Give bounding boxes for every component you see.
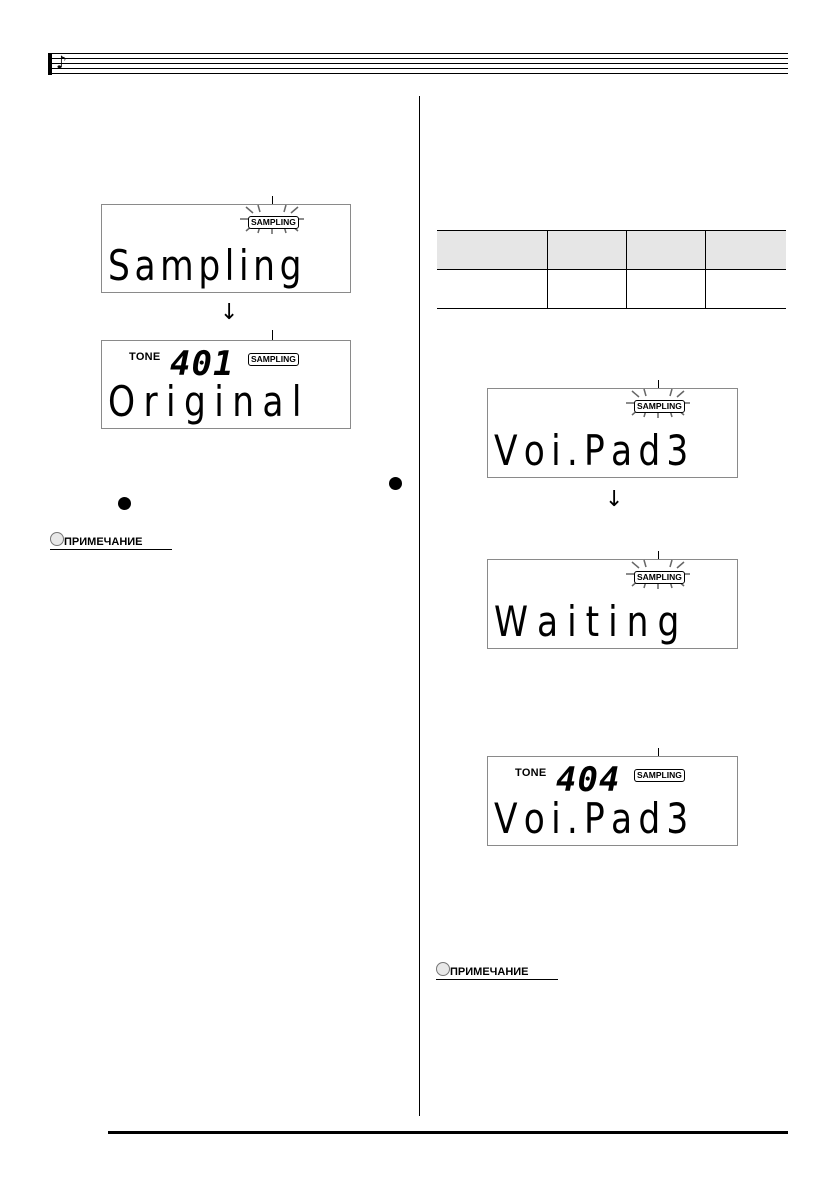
lcd-text: V o i . P a d 3	[494, 426, 689, 475]
sampling-indicator: SAMPLING	[634, 769, 685, 782]
sampling-indicator: SAMPLING	[248, 216, 299, 229]
lcd-text: W a i t i n g	[494, 597, 680, 646]
down-arrow-icon: ↓	[605, 487, 624, 512]
music-note-icon: ♪	[56, 53, 67, 73]
table-row	[437, 269, 786, 309]
sampling-indicator: SAMPLING	[634, 571, 685, 584]
lcd-text: O r i g i n a l	[108, 377, 302, 426]
sampling-indicator: SAMPLING	[248, 353, 299, 366]
filled-circle-icon	[118, 497, 131, 510]
tone-label: TONE	[129, 351, 161, 363]
lcd-text: S a m p l i n g	[108, 241, 302, 290]
tone-number: 404	[556, 760, 621, 800]
filled-circle-icon	[389, 477, 402, 490]
magnifier-icon	[436, 962, 450, 976]
table-header-row	[437, 230, 786, 270]
lcd-text: V o i . P a d 3	[494, 794, 689, 843]
lcd-display-waiting: SAMPLING W a i t i n g	[487, 559, 738, 649]
magnifier-icon	[50, 532, 64, 546]
footer-rule	[108, 1131, 788, 1134]
lcd-display-sampling: SAMPLING S a m p l i n g	[101, 204, 351, 293]
lcd-display-tone404: TONE 404 SAMPLING V o i . P a d 3	[487, 756, 738, 846]
column-divider	[419, 96, 420, 1116]
lcd-display-voipad: SAMPLING V o i . P a d 3	[487, 388, 738, 478]
tone-label: TONE	[515, 767, 547, 779]
lcd-display-original: TONE 401 SAMPLING O r i g i n a l	[101, 340, 351, 429]
tone-number: 401	[170, 344, 235, 384]
sampling-indicator: SAMPLING	[634, 400, 685, 413]
parameter-table	[437, 230, 786, 309]
staff-bar	[48, 53, 52, 75]
down-arrow-icon: ↓	[220, 300, 239, 325]
header-staff: ♪	[48, 53, 788, 75]
